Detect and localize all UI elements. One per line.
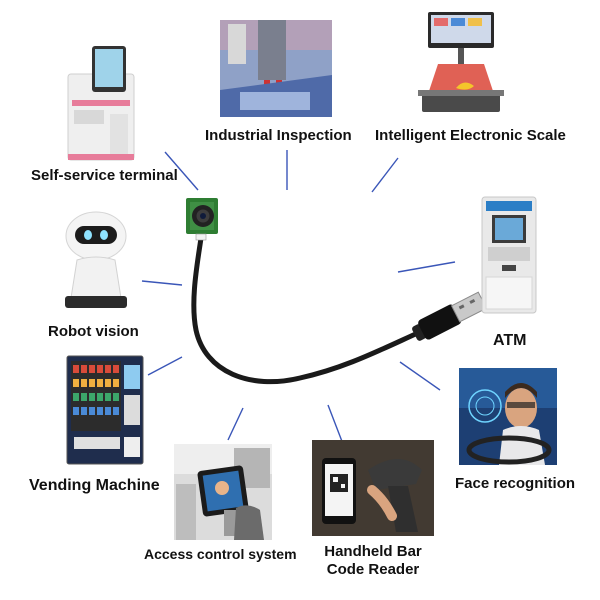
barcode-reader-label-line1: Handheld Bar — [324, 543, 422, 560]
robot-vision-image — [55, 208, 137, 312]
connector-line-face — [399, 361, 441, 391]
connector-line-atm — [397, 261, 456, 273]
electronic-scale-image — [418, 10, 504, 118]
electronic-scale-label: Intelligent Electronic Scale — [375, 127, 566, 144]
connector-line-access — [227, 407, 244, 441]
self-service-terminal-label: Self-service terminal — [31, 167, 178, 184]
connector-line-self-service — [164, 151, 199, 191]
vending-machine-image — [66, 355, 144, 465]
face-recognition-image — [459, 368, 557, 465]
barcode-reader-label-line2: Code Reader — [326, 561, 420, 578]
connector-line-vending — [147, 356, 183, 376]
camera-module — [186, 198, 218, 241]
self-service-terminal-image — [64, 44, 138, 162]
industrial-inspection-image — [220, 20, 332, 117]
connector-line-robot — [141, 280, 183, 286]
barcode-reader-image — [312, 440, 434, 536]
industrial-inspection-label: Industrial Inspection — [205, 127, 352, 144]
connector-line-scale — [371, 157, 399, 193]
robot-vision-label: Robot vision — [48, 323, 139, 340]
connector-line-barcode — [327, 404, 344, 445]
atm-image — [478, 195, 540, 315]
usb-cable — [191, 235, 423, 385]
access-control-image — [174, 444, 272, 540]
vending-machine-label: Vending Machine — [29, 477, 160, 494]
atm-label: ATM — [493, 332, 527, 349]
usb-connector — [412, 291, 488, 341]
face-recognition-label: Face recognition — [455, 475, 576, 492]
access-control-label: Access control system — [144, 546, 297, 562]
